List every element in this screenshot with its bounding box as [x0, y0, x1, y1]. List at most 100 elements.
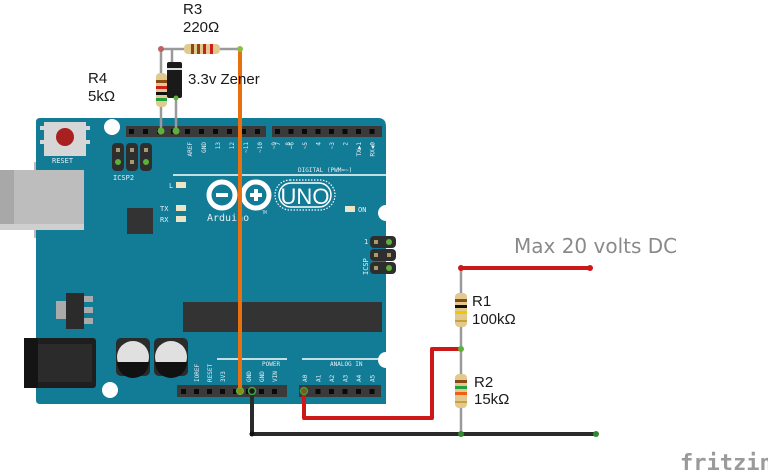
led-rx: RX: [160, 216, 186, 224]
analog-header: [299, 385, 381, 397]
arduino-logo-text: Arduino: [207, 213, 249, 224]
digital-pin-label: TX▶1: [356, 142, 363, 157]
digital-pin-label: 13: [215, 142, 222, 150]
zener-label: 3.3v Zener: [188, 71, 260, 88]
r2-value-label: 15kΩ: [474, 391, 509, 408]
digital-pin-label: ~3: [329, 142, 336, 150]
analog-header-label: ANALOG IN: [330, 361, 363, 368]
reset-button[interactable]: [40, 122, 90, 156]
digital-header-right: [272, 126, 382, 137]
digital-pin[interactable]: [275, 129, 280, 134]
fritzing-watermark: fritzing: [680, 451, 768, 475]
digital-pin[interactable]: [356, 129, 361, 134]
capacitor: [154, 338, 188, 378]
r3-ref-label: R3: [183, 1, 202, 18]
digital-pin[interactable]: [185, 129, 190, 134]
digital-pin[interactable]: [129, 129, 134, 134]
uno-logo-text: UNO: [281, 184, 330, 209]
digital-pin-label: ~6: [289, 142, 296, 150]
pin-aref-connection: [157, 127, 165, 135]
arduino-logo: [206, 179, 336, 211]
digital-pin-label: 7: [275, 142, 282, 146]
icsp-pin1-label: 1: [364, 238, 368, 246]
analog-pin-label: A4: [356, 374, 363, 382]
power-pin-label: 3V3: [220, 371, 227, 382]
resistor-r4: [156, 73, 167, 107]
trademark: TM: [262, 210, 267, 215]
zener-diode: [167, 62, 182, 101]
wire-ground[interactable]: [247, 386, 600, 438]
power-header-label: POWER: [262, 361, 280, 368]
digital-pin[interactable]: [241, 129, 246, 134]
digital-pin-label: GND: [201, 142, 208, 153]
analog-pin[interactable]: [329, 389, 334, 394]
digital-pin[interactable]: [199, 129, 204, 134]
power-pin[interactable]: [181, 389, 186, 394]
resistor-r2: [455, 374, 467, 408]
digital-pin-label: RX◀0: [370, 142, 377, 157]
digital-pin[interactable]: [213, 129, 218, 134]
r1-ref-label: R1: [472, 293, 491, 310]
power-pin-label: IOREF: [194, 364, 201, 382]
digital-pin-label: 12: [229, 142, 236, 150]
digital-pin[interactable]: [288, 129, 294, 134]
r2-ref-label: R2: [474, 374, 493, 391]
arduino-board: [36, 118, 386, 404]
digital-pin[interactable]: [302, 129, 307, 134]
analog-pin[interactable]: [356, 389, 361, 394]
digital-pin[interactable]: [255, 129, 260, 134]
pin-gnd-connection: [172, 127, 180, 135]
power-pin[interactable]: [207, 389, 212, 394]
analog-pin-label: A5: [370, 374, 377, 382]
digital-pin[interactable]: [143, 129, 148, 134]
usb-body: [36, 170, 84, 230]
power-pin-label: GND: [246, 371, 253, 382]
digital-pin[interactable]: [227, 129, 232, 134]
mounting-hole: [378, 352, 394, 368]
r4-ref-label: R4: [88, 70, 107, 87]
wire-a0[interactable]: [299, 347, 462, 420]
digital-pin-label: ~5: [302, 142, 309, 150]
wire-5v-to-r3[interactable]: [237, 46, 243, 391]
icsp2-header: [112, 143, 152, 171]
analog-pin[interactable]: [369, 389, 375, 394]
power-pin[interactable]: [272, 389, 277, 394]
power-pin[interactable]: [194, 389, 199, 394]
power-pin[interactable]: [259, 389, 264, 394]
led-on-label: ON: [358, 206, 366, 214]
digital-pin-label: AREF: [187, 142, 194, 157]
usb-chip: [127, 208, 153, 234]
icsp-header: [370, 236, 396, 274]
power-pin-label: VIN: [272, 371, 279, 382]
digital-pin-label: ~9: [271, 142, 278, 150]
analog-pin[interactable]: [315, 389, 321, 394]
digital-pin[interactable]: [342, 129, 348, 134]
wire-supply-positive[interactable]: [458, 265, 593, 271]
digital-pin-label: 4: [316, 142, 323, 146]
digital-pin-label: 8: [285, 142, 292, 146]
digital-header-label: DIGITAL (PWM=~): [298, 167, 352, 174]
divider-junction: [458, 346, 464, 352]
led-rx-label: RX: [160, 216, 169, 224]
resistor-r1: [455, 293, 467, 327]
pin-5v-connection: [235, 386, 245, 396]
r1-value-label: 100kΩ: [472, 311, 516, 328]
power-pin-label: GND: [259, 371, 266, 382]
icsp-label: ICSP: [362, 258, 370, 275]
analog-pin-label: A0: [302, 374, 309, 382]
analog-pin-label: A1: [316, 374, 323, 382]
power-pin-label: RESET: [207, 364, 214, 382]
digital-pin[interactable]: [315, 129, 321, 134]
resistor-r3: [184, 44, 220, 54]
reset-label: RESET: [52, 157, 74, 165]
analog-pin[interactable]: [342, 389, 348, 394]
digital-pin[interactable]: [369, 129, 375, 134]
led-tx: TX: [160, 205, 186, 213]
power-pin[interactable]: [233, 389, 238, 394]
power-pin[interactable]: [220, 389, 225, 394]
digital-pin[interactable]: [329, 129, 334, 134]
icsp2-label: ICSP2: [113, 174, 134, 182]
led-l: L: [169, 182, 186, 190]
atmega-chip: [183, 302, 382, 332]
